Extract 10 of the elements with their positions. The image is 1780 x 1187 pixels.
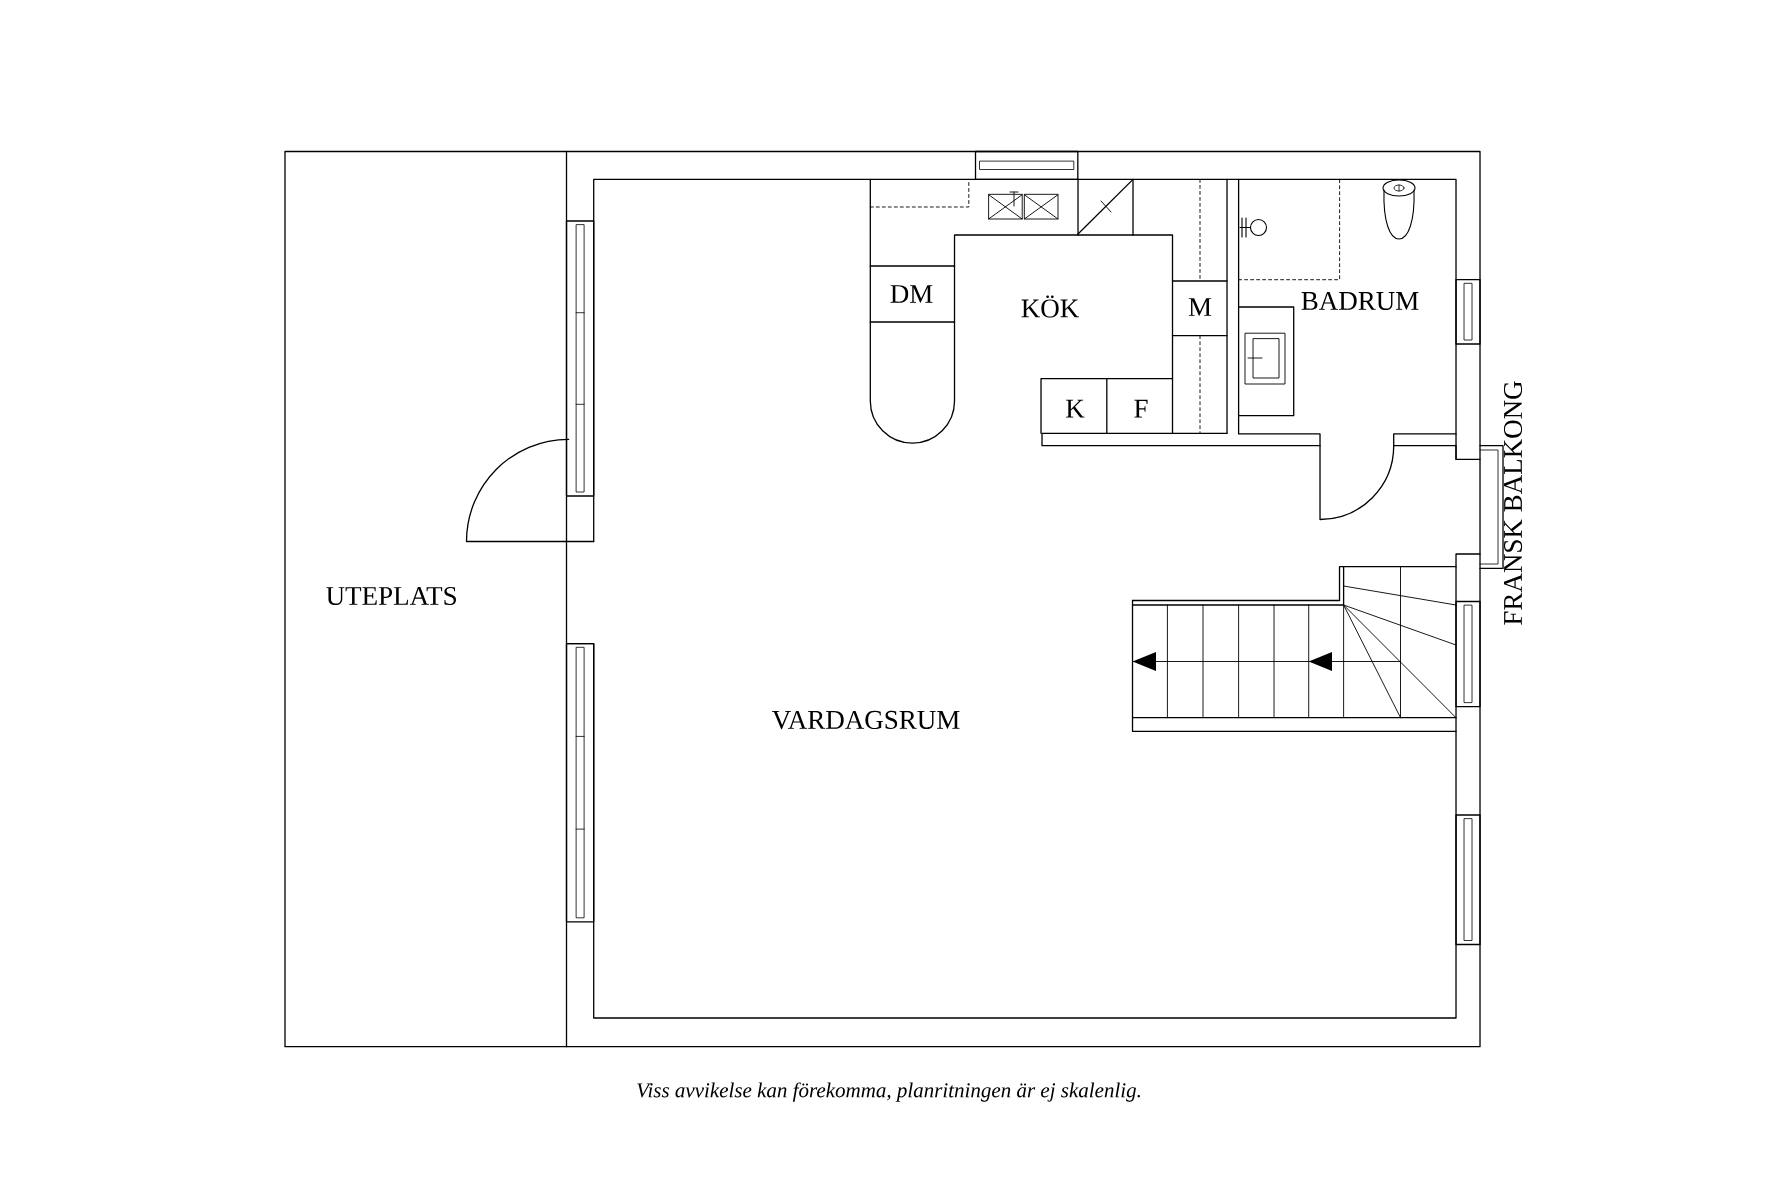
room-label: F: [1134, 399, 1148, 418]
room-label: BADRUM: [1301, 291, 1419, 311]
room-label: FRANSK BALKONG: [1503, 381, 1523, 625]
room-label: KÖK: [1021, 295, 1079, 318]
room-label: K: [1066, 399, 1085, 418]
room-label: UTEPLATS: [326, 586, 456, 606]
room-label: VARDAGSRUM: [772, 710, 960, 730]
room-label: M: [1188, 298, 1212, 316]
caption: Viss avvikelse kan förekomma, planritningen är ej skalenlig.: [637, 1082, 1140, 1102]
room-label: DM: [890, 285, 933, 303]
